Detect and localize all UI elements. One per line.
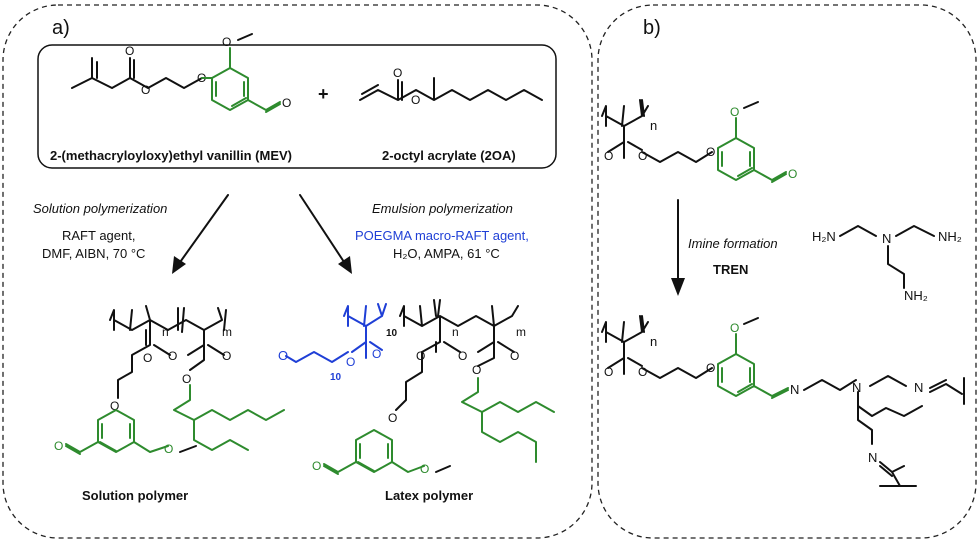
panel-b-tag: b) — [643, 17, 661, 39]
svg-text:O: O — [604, 365, 613, 379]
solution-product-label: Solution polymer — [82, 488, 188, 503]
tren-structure: H₂N NH₂ N NH₂ — [812, 225, 962, 303]
mev-structure: O O O O O — [71, 33, 291, 113]
emulsion-arrow — [299, 194, 352, 274]
svg-text:O: O — [388, 411, 397, 425]
solution-polymer-structure: O O O O O m n O O — [54, 305, 285, 456]
svg-text:O: O — [420, 462, 429, 476]
svg-text:O: O — [346, 355, 355, 369]
svg-text:O: O — [706, 145, 715, 159]
svg-text:NH₂: NH₂ — [938, 229, 962, 244]
emulsion-cond2: H₂O, AMPA, 61 °C — [393, 246, 500, 261]
svg-text:O: O — [278, 348, 288, 363]
svg-text:N: N — [868, 450, 877, 465]
svg-text:O: O — [638, 149, 647, 163]
svg-text:O: O — [222, 349, 231, 363]
svg-text:O: O — [730, 105, 739, 119]
emulsion-cond1: POEGMA macro-RAFT agent, — [355, 228, 529, 243]
tren-label: TREN — [713, 262, 748, 277]
svg-text:O: O — [472, 363, 481, 377]
svg-text:NH₂: NH₂ — [904, 288, 928, 303]
mev-label: 2-(methacryloyloxy)ethyl vanillin (MEV) — [50, 148, 292, 163]
sub-10-b: 10 — [330, 372, 342, 383]
solution-arrow — [172, 194, 229, 274]
plus-sign: + — [318, 84, 329, 104]
sub-n-3: n — [650, 118, 657, 133]
solution-cond1: RAFT agent, — [62, 228, 135, 243]
panel-b-frame — [597, 4, 977, 539]
svg-text:O: O — [411, 93, 420, 107]
svg-text:O: O — [706, 361, 715, 375]
svg-text:O: O — [110, 399, 119, 413]
svg-text:O: O — [125, 44, 134, 58]
svg-text:O: O — [143, 351, 152, 365]
latex-product-label: Latex polymer — [385, 488, 473, 503]
monomer-box — [37, 44, 557, 169]
2oa-label: 2-octyl acrylate (2OA) — [382, 148, 516, 163]
crosslinked-product-structure: n O O O O N N N N — [601, 315, 965, 487]
svg-text:N: N — [914, 380, 923, 395]
solution-cond2: DMF, AIBN, 70 °C — [42, 246, 145, 261]
sub-n-4: n — [650, 334, 657, 349]
svg-text:O: O — [604, 149, 613, 163]
emulsion-title: Emulsion polymerization — [372, 201, 513, 216]
svg-text:O: O — [54, 439, 63, 453]
svg-text:O: O — [168, 349, 177, 363]
svg-text:O: O — [141, 83, 150, 97]
svg-text:O: O — [282, 96, 291, 110]
sub-n-2: n — [452, 325, 459, 339]
svg-text:O: O — [393, 66, 402, 80]
svg-text:O: O — [458, 349, 467, 363]
svg-text:O: O — [510, 349, 519, 363]
sub-m-2: m — [516, 325, 526, 339]
svg-text:O: O — [372, 347, 381, 361]
panel-a-frame — [2, 4, 593, 539]
svg-text:N: N — [790, 382, 799, 397]
svg-text:N: N — [852, 380, 861, 395]
2oa-structure: O O — [359, 66, 543, 107]
svg-text:O: O — [312, 459, 321, 473]
panel-a-tag: a) — [52, 17, 70, 39]
svg-text:O: O — [788, 167, 797, 181]
svg-text:O: O — [182, 372, 191, 386]
sub-m-1: m — [222, 325, 232, 339]
svg-text:O: O — [730, 321, 739, 335]
sub-n-1: n — [162, 325, 169, 339]
svg-text:N: N — [882, 231, 891, 246]
imine-arrow — [671, 199, 685, 296]
svg-text:H₂N: H₂N — [812, 229, 836, 244]
svg-text:O: O — [222, 35, 231, 49]
imine-step-label: Imine formation — [688, 236, 778, 251]
svg-text:O: O — [638, 365, 647, 379]
latex-polymer-structure: O O O 10 10 n m O O O O O O O — [278, 299, 555, 476]
solution-title: Solution polymerization — [33, 201, 167, 216]
svg-text:O: O — [164, 442, 173, 456]
pmev-structure: n O O O O O — [601, 99, 797, 183]
sub-10-a: 10 — [386, 328, 398, 339]
svg-text:O: O — [416, 349, 425, 363]
